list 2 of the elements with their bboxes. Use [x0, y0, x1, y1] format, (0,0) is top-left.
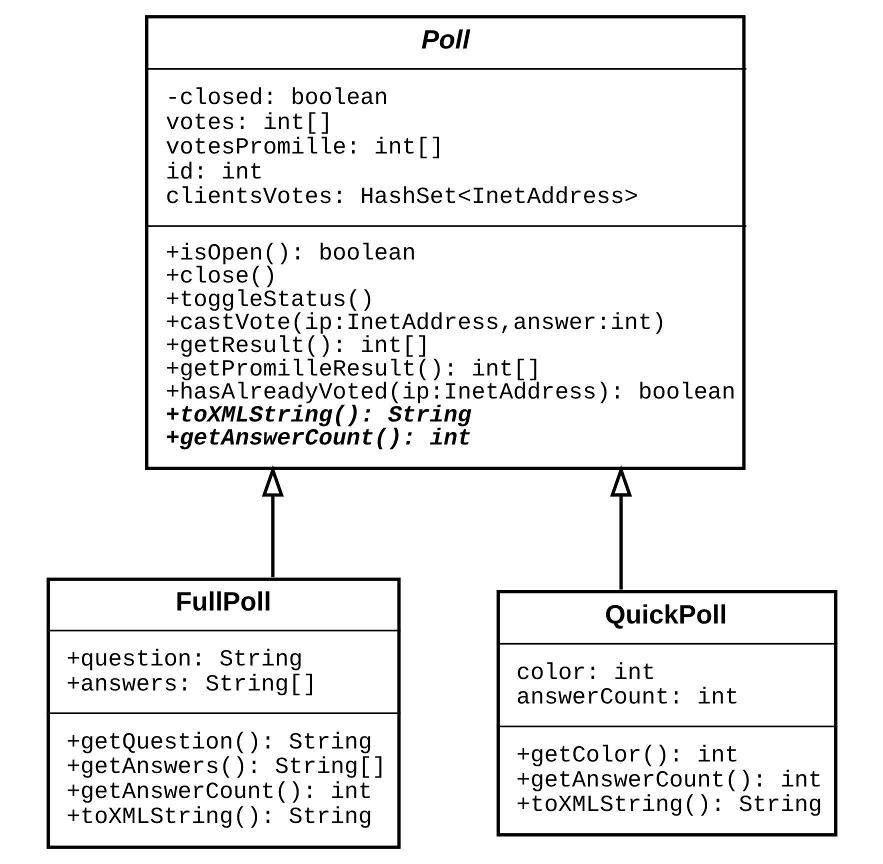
- arrow: [261, 465, 284, 578]
- arrow: [610, 465, 632, 590]
